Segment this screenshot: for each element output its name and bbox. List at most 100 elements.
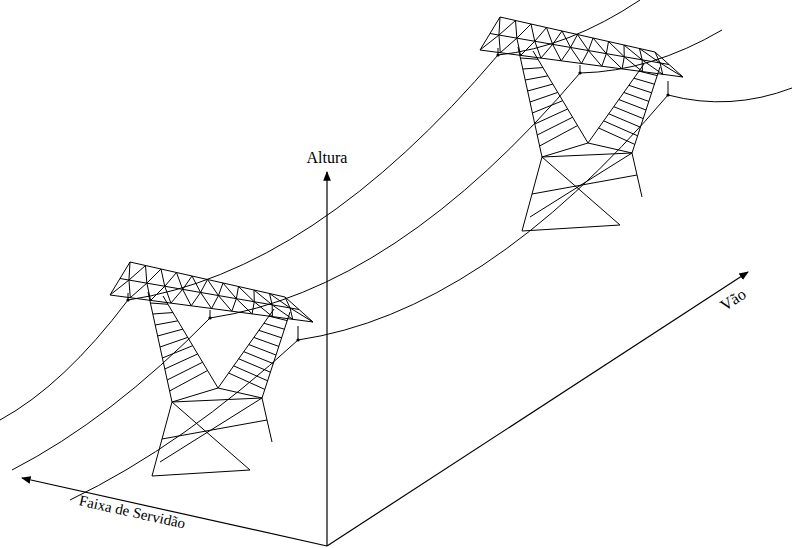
tower-member [218,296,231,312]
tower-member [561,47,570,60]
tower-member [532,101,562,113]
tower-member [530,92,558,102]
tower-member [170,371,208,391]
tower-member [129,262,130,280]
tower-member [622,57,624,69]
axis-arrow [327,272,748,546]
tower-member [264,323,284,329]
axes [22,172,748,546]
tower-member [183,289,192,305]
conductors [0,0,792,500]
axis-label: Altura [307,150,348,166]
conductor [12,318,210,470]
tower-member [147,283,151,300]
tower-member [593,38,606,54]
tower-member [542,153,632,157]
tower-member [521,41,535,55]
axis-arrow [22,478,327,546]
tower-member [177,273,183,290]
tower-member [172,402,250,470]
tower-member [152,470,250,476]
tower-member [588,143,632,153]
conductor [668,88,792,102]
tower-member [606,54,622,69]
tower-member [167,362,202,380]
tower-member [517,24,531,38]
tower-member [602,54,607,67]
tower-member [606,42,608,54]
tower-member [639,71,657,75]
tower-member [517,38,521,55]
tower-member [553,44,562,60]
tower-member [218,283,223,296]
tower-member [201,292,212,308]
tower-member [532,175,637,194]
tower-member [599,128,635,144]
tower-member [531,24,535,41]
tower-member [298,326,299,340]
tower-member [158,329,183,336]
tower-member [171,289,183,303]
tower-member [540,126,578,146]
tower-member [146,266,147,284]
tower-member [588,38,593,51]
tower-member [520,58,538,59]
tower-member [218,388,262,398]
conductor [580,30,722,73]
tower-member [150,303,168,304]
tower-member [578,35,589,51]
conductor [0,300,128,420]
tower-member [218,309,274,388]
tower-member [655,52,660,63]
tower-member [290,308,313,322]
tower-member [147,269,161,283]
tower-member [525,76,548,80]
tower-member [234,366,268,381]
tower-member [165,273,177,287]
tower [480,17,683,231]
tower-member [547,28,553,45]
tower-member [619,100,646,110]
tower-member [110,280,129,295]
tower-member [588,51,601,67]
tower-member [499,17,500,35]
tower-member [191,292,200,305]
tower-member [500,38,517,53]
tower-member [239,287,255,302]
conductor [128,55,498,300]
tower-member [155,321,178,325]
tower [110,262,313,476]
tower-member [528,84,553,91]
tower-member [523,68,543,69]
tower-member [640,49,661,63]
tower-member [660,63,683,77]
conductor [498,0,640,55]
tower-member [254,290,272,305]
tower-member [535,28,547,42]
tower-member [624,45,642,60]
tower-member [249,345,276,355]
tower-member [614,107,643,119]
tower-member [624,92,649,101]
tower-member [537,117,572,135]
tower-member [172,398,262,402]
tower-member [499,21,516,36]
tower-member [254,290,255,302]
tower-member [629,85,652,92]
tower-member [129,280,130,298]
tower-member [259,330,282,337]
tower-member [542,157,620,225]
tower-member [236,287,238,299]
conductor [298,95,668,340]
tower-member [162,420,267,439]
tower-member [172,388,218,402]
tower-member [269,316,287,320]
tower-member [604,121,638,136]
tower-member [130,283,147,298]
tower-member [163,296,218,388]
tower-member [160,337,188,347]
tower-member [232,299,237,312]
conductor [70,340,298,500]
towers [110,17,683,476]
